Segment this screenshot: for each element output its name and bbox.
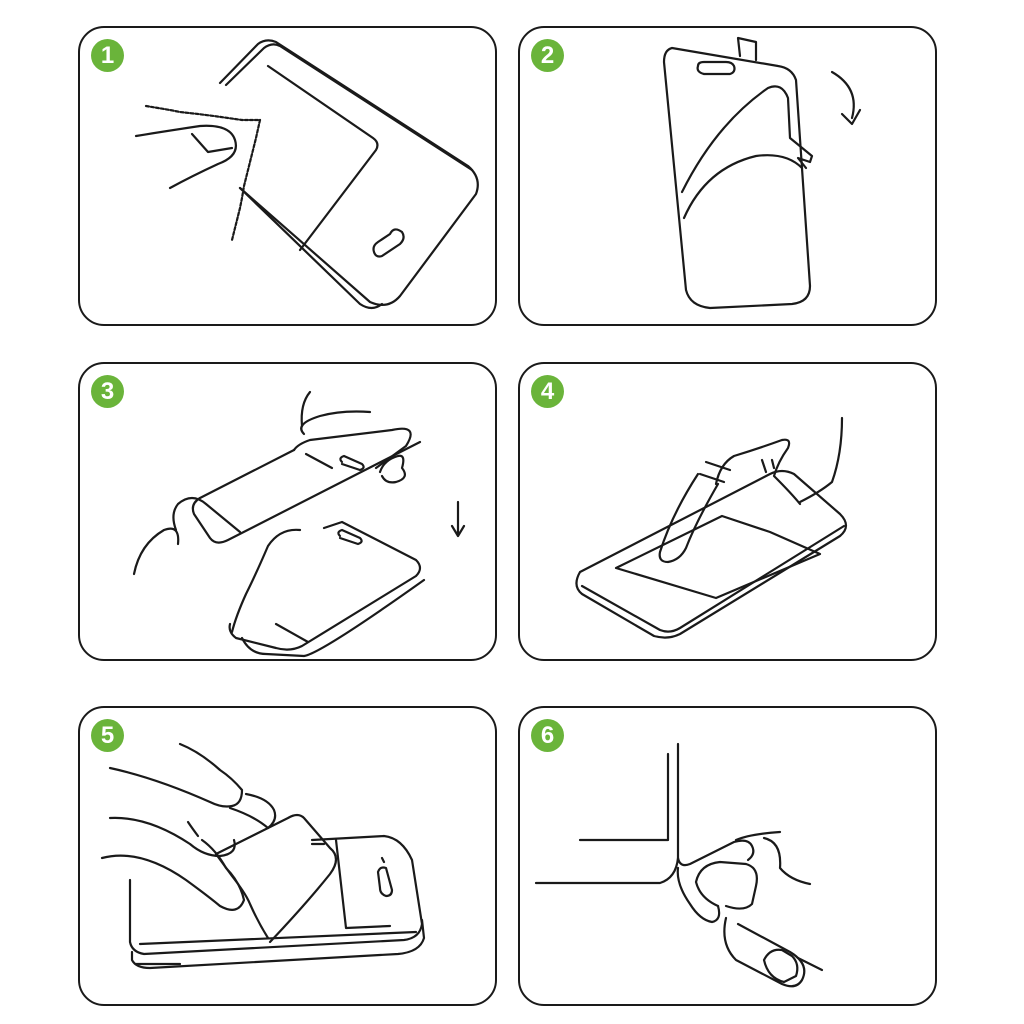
step-panel-5: 5: [78, 706, 497, 1006]
press-protector-illustration: [575, 416, 848, 639]
step-number-badge: 3: [91, 375, 124, 408]
step-number-badge: 5: [91, 719, 124, 752]
step-panel-2: 2: [518, 26, 937, 326]
step-number-badge: 2: [531, 39, 564, 72]
step-panel-1: 1: [78, 26, 497, 326]
peel-backing-illustration: [662, 36, 862, 310]
press-edges-illustration: [534, 742, 824, 988]
step-number-badge: 1: [91, 39, 124, 72]
smooth-bubbles-illustration: [100, 742, 426, 970]
align-protector-illustration: [132, 390, 466, 658]
step-panel-3: 3: [78, 362, 497, 661]
wipe-screen-illustration: [134, 39, 479, 310]
step-number-badge: 6: [531, 719, 564, 752]
step-number-badge: 4: [531, 375, 564, 408]
step-panel-6: 6: [518, 706, 937, 1006]
step-panel-4: 4: [518, 362, 937, 661]
